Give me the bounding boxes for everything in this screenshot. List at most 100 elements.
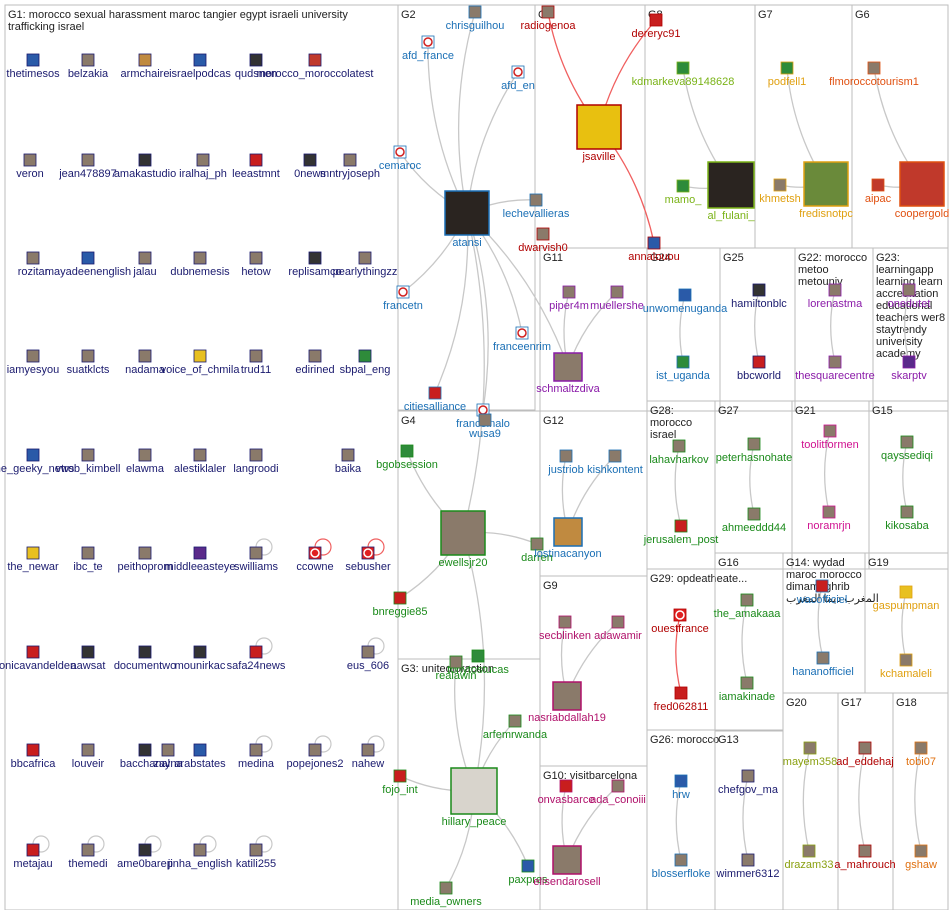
node-edirined[interactable]: edirined <box>295 350 334 376</box>
node-gaspumpman[interactable]: gaspumpman <box>873 586 940 612</box>
node-adawamir[interactable]: adawamir <box>594 616 642 642</box>
node-katili255[interactable]: katili255 <box>236 844 276 870</box>
node-franceenrim[interactable]: franceenrim <box>493 327 551 353</box>
node-popejones2[interactable]: popejones2 <box>287 744 344 770</box>
node-afd_en[interactable]: afd_en <box>501 66 535 92</box>
node-leeastmnt[interactable]: leeastmnt <box>232 154 280 180</box>
node-piper4m[interactable]: piper4m <box>549 286 589 312</box>
node-documentwo[interactable]: documentwo <box>114 646 176 672</box>
node-jsaville[interactable]: jsaville <box>577 105 621 163</box>
node-jerusalem_post[interactable]: jerusalem_post <box>643 520 719 546</box>
node-elawma[interactable]: elawma <box>126 449 165 475</box>
node-langroodi[interactable]: langroodi <box>233 449 278 475</box>
node-monicavan[interactable]: monicavandelden <box>0 646 76 672</box>
node-ouestfrance[interactable]: ouestfrance <box>651 609 708 635</box>
node-israelpodcast[interactable]: israelpodcas <box>169 54 231 80</box>
node-fojo_int[interactable]: fojo_int <box>382 770 417 796</box>
node-wimmer6312[interactable]: wimmer6312 <box>716 854 780 880</box>
node-newar[interactable]: the_newar <box>7 547 59 573</box>
node-ccowne[interactable]: ccowne <box>296 547 333 573</box>
node-vtrob[interactable]: vtrob_kimbell <box>56 449 121 475</box>
node-lechevallieras[interactable]: lechevallieras <box>503 194 570 220</box>
node-amakastudio[interactable]: amakastudio <box>114 154 176 180</box>
node-mahrouch[interactable]: a_mahrouch <box>834 845 895 871</box>
node-medina[interactable]: medina <box>238 744 275 770</box>
node-ame0barep[interactable]: ame0barep <box>117 844 173 870</box>
node-annalou[interactable]: annalouou <box>628 237 679 263</box>
node-swilliams[interactable]: swilliams <box>234 547 279 573</box>
node-kdmarkeva[interactable]: kdmarkeva89148628 <box>632 62 735 88</box>
node-chrisguilhou[interactable]: chrisguilhou <box>446 6 505 32</box>
node-the_amakaaa[interactable]: the_amakaaa <box>714 594 782 620</box>
node-drazam33[interactable]: drazam33 <box>785 845 834 871</box>
node-peterhasnohate[interactable]: peterhasnohate <box>716 438 792 464</box>
node-unwomenuganda[interactable]: unwomenuganda <box>643 289 728 315</box>
node-schmaltzdiva[interactable]: schmaltzdiva <box>536 353 600 395</box>
node-moroccolatest[interactable]: morocco_moroccolatest <box>257 54 374 80</box>
node-themedi[interactable]: themedi <box>68 844 107 870</box>
node-mamo[interactable]: mamo_ <box>665 180 703 206</box>
node-media_owners[interactable]: media_owners <box>410 882 482 908</box>
node-ibc_te[interactable]: ibc_te <box>73 547 102 573</box>
node-mayem358[interactable]: mayem358 <box>783 742 837 768</box>
node-ist_uganda[interactable]: ist_uganda <box>656 356 711 382</box>
node-chefgov_ma[interactable]: chefgov_ma <box>718 770 779 796</box>
node-thesquarecentre[interactable]: thesquarecentre <box>795 356 875 382</box>
node-trud11[interactable]: trud11 <box>241 350 271 376</box>
node-belzakia[interactable]: belzakia <box>68 54 109 80</box>
node-bbcworld[interactable]: bbcworld <box>737 356 781 382</box>
node-secblinken[interactable]: secblinken <box>539 616 591 642</box>
node-bbcafrica[interactable]: bbcafrica <box>11 744 57 770</box>
node-sbpal[interactable]: sbpal_eng <box>340 350 391 376</box>
node-bgobsession[interactable]: bgobsession <box>376 445 438 471</box>
node-mounirkac[interactable]: mounirkac <box>175 646 226 672</box>
node-jean4788[interactable]: jean478897 <box>58 154 117 180</box>
node-lahavharkov[interactable]: lahavharkov <box>649 440 709 466</box>
node-hrw[interactable]: hrw <box>672 775 690 801</box>
node-louveir[interactable]: louveir <box>72 744 105 770</box>
node-aipac[interactable]: aipac <box>865 179 892 205</box>
node-metajau[interactable]: metajau <box>13 844 52 870</box>
node-safa24news[interactable]: safa24news <box>227 646 286 672</box>
node-jinha[interactable]: jinha_english <box>167 844 232 870</box>
node-justriob[interactable]: justriob <box>547 450 583 476</box>
node-gshaw[interactable]: gshaw <box>905 845 937 871</box>
node-blosserfloke[interactable]: blosserfloke <box>652 854 711 880</box>
node-qayssediqi[interactable]: qayssediqi <box>881 436 933 462</box>
node-iamakinade[interactable]: iamakinade <box>719 677 775 703</box>
node-al_fulani[interactable]: al_fulani_ <box>707 162 755 222</box>
node-mntryjoseph[interactable]: mntryjoseph <box>320 154 380 180</box>
node-arabstates[interactable]: arabstates <box>174 744 226 770</box>
node-ada_conoiii[interactable]: ada_conoiii <box>590 780 646 806</box>
node-francetn[interactable]: francetn <box>383 286 423 312</box>
node-fredisnotpc[interactable]: fredisnotpc <box>799 162 853 220</box>
node-ahmeeddd44[interactable]: ahmeeddd44 <box>722 508 786 534</box>
node-cemaroc[interactable]: cemaroc <box>379 146 422 172</box>
node-dereryc91[interactable]: dereryc91 <box>632 14 681 40</box>
node-onvasbarce[interactable]: onvasbarce <box>538 780 595 806</box>
node-ad_eddehaj[interactable]: ad_eddehaj <box>836 742 894 768</box>
node-citiesalliance[interactable]: citiesalliance <box>404 387 466 413</box>
node-podfell[interactable]: podfell1 <box>768 62 807 88</box>
node-noramrjn[interactable]: noramrjn <box>807 506 850 532</box>
node-iamyesyou[interactable]: iamyesyou <box>7 350 60 376</box>
node-thetimesos[interactable]: thetimesos <box>6 54 60 80</box>
node-jalau[interactable]: jalau <box>132 252 156 278</box>
node-hamiltonblc[interactable]: hamiltonblc <box>731 284 787 310</box>
node-tobi07[interactable]: tobi07 <box>906 742 936 768</box>
node-kikosaba[interactable]: kikosaba <box>885 506 929 532</box>
node-mayadeen[interactable]: mayadeenenglish <box>45 252 131 278</box>
node-dubnemesis[interactable]: dubnemesis <box>170 252 230 278</box>
node-nahew[interactable]: nahew <box>352 744 384 770</box>
node-aawsat[interactable]: aawsat <box>71 646 106 672</box>
node-moroccotourism1[interactable]: flmoroccotourism1 <box>829 62 919 88</box>
node-sebusher[interactable]: sebusher <box>345 547 391 573</box>
node-khmetsh[interactable]: khmetsh <box>759 179 801 205</box>
node-kchamaleli[interactable]: kchamaleli <box>880 654 932 680</box>
node-middleeasteye[interactable]: middleeasteye <box>165 547 236 573</box>
node-baika[interactable]: baika <box>335 449 362 475</box>
node-alestiklaler[interactable]: alestiklaler <box>174 449 226 475</box>
node-kishkontent[interactable]: kishkontent <box>587 450 643 476</box>
node-hetow[interactable]: hetow <box>241 252 270 278</box>
node-armchair[interactable]: armchaire <box>121 54 170 80</box>
